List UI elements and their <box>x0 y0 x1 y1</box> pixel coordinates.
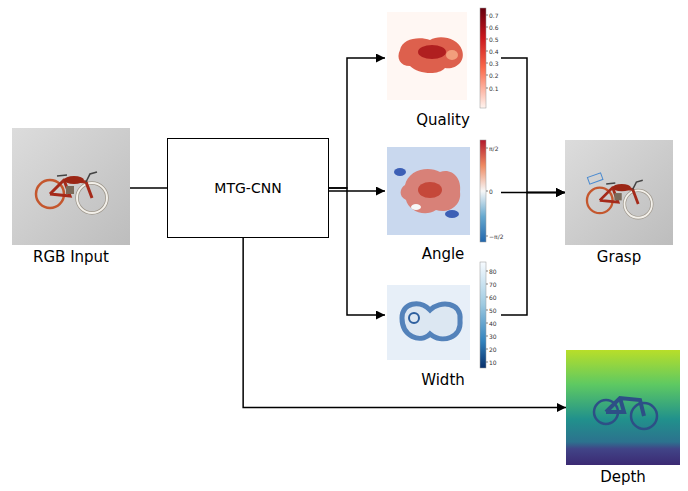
colorbar-tick-label: 0.4 <box>489 48 499 55</box>
angle-red-patch <box>418 182 442 198</box>
colorbar-tick-label: 0.7 <box>489 12 499 19</box>
colorbar-tick-label: 0.3 <box>489 60 499 67</box>
box-label: MTG-CNN <box>214 180 281 196</box>
quality-colorbar-ticks <box>486 15 488 88</box>
angle-blue-patch <box>394 168 406 176</box>
width-ring <box>402 304 460 339</box>
image-caption: RGB Input <box>33 249 109 266</box>
image-caption: Quality <box>416 112 470 129</box>
depth-map <box>566 350 680 465</box>
colorbar-tick-label: 50 <box>489 307 497 314</box>
angle-map: Angle <box>385 140 501 242</box>
colorbar-tick-label: −π/2 <box>489 233 503 240</box>
connector-arrow <box>329 188 385 315</box>
image-caption: Grasp <box>597 249 641 266</box>
colorbar-tick-label: 70 <box>489 281 497 288</box>
connector-arrow <box>243 238 566 408</box>
quality-heatmap <box>387 12 467 100</box>
colorbar-tick-label: 60 <box>489 294 497 301</box>
image-caption: Depth <box>600 469 646 486</box>
connector-arrow <box>501 58 565 193</box>
grasp-photo <box>565 140 673 245</box>
connector-arrow <box>130 187 167 189</box>
image-caption: Width <box>421 372 465 389</box>
angle-blob <box>401 169 461 213</box>
image-caption: Angle <box>422 246 465 263</box>
grasp-rectangle <box>587 173 603 184</box>
width-colorbar-ticks <box>486 271 488 362</box>
depth-image: Depth <box>566 350 680 465</box>
colorbar-tick-label: 0.1 <box>489 85 499 92</box>
quality-colorbar <box>480 8 486 108</box>
depth-frame <box>606 398 644 416</box>
angle-white-patch <box>411 204 421 210</box>
rgb-photo <box>12 128 130 245</box>
width-colorbar <box>480 262 486 368</box>
angle-colorbar-ticks <box>486 148 488 236</box>
depth-bike-silhouette <box>594 398 657 429</box>
network-box: MTG-CNN <box>167 138 329 238</box>
colorbar-tick-label: 40 <box>489 320 497 327</box>
connector-arrow <box>329 58 385 188</box>
grasp-bike <box>587 180 652 218</box>
quality-blob <box>398 37 462 73</box>
width-heatmap <box>387 285 470 360</box>
quality-peak <box>418 45 446 59</box>
width-map: Width <box>385 262 501 368</box>
connector-arrow <box>329 190 385 192</box>
grasp-image: Grasp <box>565 140 673 245</box>
rgb-bike <box>36 172 107 213</box>
colorbar-tick-label: 0 <box>489 188 493 195</box>
rgb-input-image: RGB Input <box>12 128 130 245</box>
angle-heatmap <box>387 147 470 235</box>
colorbar-tick-label: 0.6 <box>489 24 499 31</box>
connector-arrow <box>501 193 565 316</box>
colorbar-tick-label: π/2 <box>489 145 498 152</box>
angle-blue-patch <box>445 210 459 218</box>
colorbar-tick-label: 0.5 <box>489 36 499 43</box>
colorbar-tick-label: 10 <box>489 359 497 366</box>
colorbar-tick-label: 20 <box>489 346 497 353</box>
quality-patch <box>446 50 458 60</box>
angle-colorbar <box>480 140 486 242</box>
colorbar-tick-label: 80 <box>489 268 497 275</box>
width-spot <box>409 313 419 323</box>
quality-map: Quality <box>385 8 501 108</box>
colorbar-tick-label: 0.2 <box>489 72 499 79</box>
colorbar-tick-label: 30 <box>489 333 497 340</box>
